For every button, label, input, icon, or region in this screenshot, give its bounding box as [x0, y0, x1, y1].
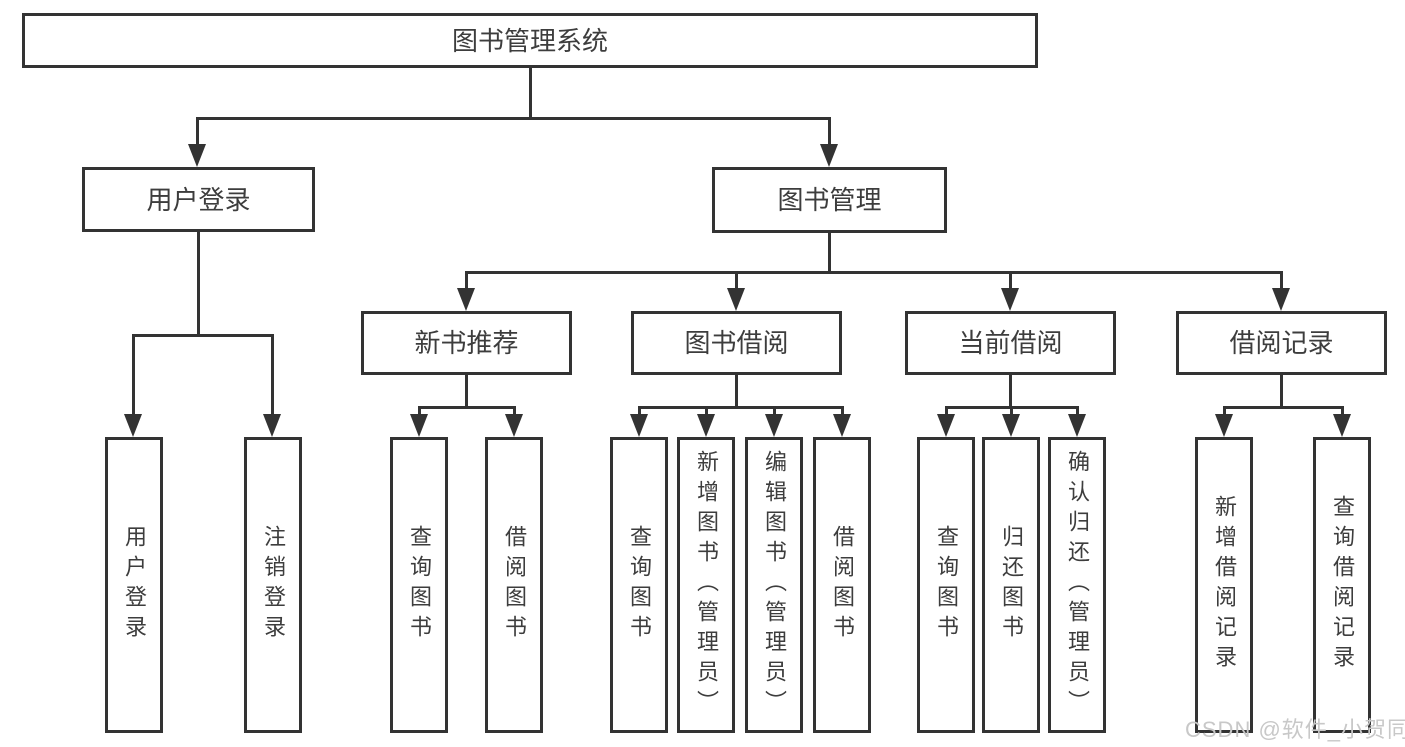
arrow-down-icon	[124, 414, 142, 437]
leaf-query-books-recommend: 查询图书	[390, 437, 448, 733]
arrow-down-icon	[505, 414, 523, 437]
leaf-label: 归还图书	[999, 525, 1024, 645]
arrow-down-icon	[1333, 414, 1351, 437]
leaf-logout: 注销登录	[244, 437, 302, 733]
arrow-stem-line	[1280, 272, 1283, 291]
node-label: 用户登录	[146, 184, 251, 215]
arrow-stem-line	[705, 407, 708, 417]
tree-line-vertical	[1280, 375, 1283, 409]
node-user-login: 用户登录	[82, 167, 315, 232]
leaf-return-book: 归还图书	[982, 437, 1040, 733]
leaf-borrow-books-recommend: 借阅图书	[485, 437, 543, 733]
node-borrow-records: 借阅记录	[1176, 311, 1387, 375]
arrow-stem-line	[773, 407, 776, 417]
leaf-add-borrow-record: 新增借阅记录	[1195, 437, 1253, 733]
leaf-user-login: 用户登录	[105, 437, 163, 733]
leaf-label: 编辑图书（管理员）	[762, 450, 787, 720]
node-new-book-recommend: 新书推荐	[361, 311, 572, 375]
arrow-down-icon	[1002, 414, 1020, 437]
leaf-edit-book-admin: 编辑图书（管理员）	[745, 437, 803, 733]
arrow-stem-line	[1076, 407, 1079, 417]
arrow-stem-line	[735, 272, 738, 291]
tree-line-horizontal	[465, 271, 1283, 274]
node-label: 图书管理系统	[451, 25, 608, 56]
leaf-label: 查询图书	[627, 525, 652, 645]
tree-line-horizontal	[132, 334, 274, 337]
arrow-stem-line	[513, 407, 516, 417]
arrow-down-icon	[188, 144, 206, 167]
arrow-down-icon	[457, 288, 475, 311]
leaf-label: 借阅图书	[830, 525, 855, 645]
arrow-stem-line	[418, 407, 421, 417]
tree-line-vertical	[465, 375, 468, 409]
node-label: 当前借阅	[958, 328, 1063, 358]
arrow-stem-line	[271, 335, 274, 417]
arrow-stem-line	[945, 407, 948, 417]
arrow-down-icon	[263, 414, 281, 437]
tree-line-horizontal	[196, 117, 831, 120]
arrow-stem-line	[465, 272, 468, 291]
tree-line-vertical	[529, 68, 532, 120]
arrow-down-icon	[1215, 414, 1233, 437]
leaf-label: 查询图书	[934, 525, 959, 645]
node-root-library-system: 图书管理系统	[22, 13, 1038, 68]
tree-line-horizontal	[1223, 406, 1344, 409]
arrow-down-icon	[697, 414, 715, 437]
leaf-label: 查询借阅记录	[1330, 495, 1355, 675]
node-label: 借阅记录	[1229, 328, 1334, 358]
leaf-confirm-return-admin: 确认归还（管理员）	[1048, 437, 1106, 733]
node-label: 图书管理	[777, 185, 882, 215]
arrow-down-icon	[937, 414, 955, 437]
arrow-stem-line	[196, 118, 199, 147]
arrow-down-icon	[630, 414, 648, 437]
arrow-stem-line	[132, 335, 135, 417]
leaf-label: 确认归还（管理员）	[1065, 450, 1090, 720]
tree-line-vertical	[197, 232, 200, 337]
leaf-label: 新增借阅记录	[1212, 495, 1237, 675]
leaf-query-books-borrow: 查询图书	[610, 437, 668, 733]
arrow-down-icon	[833, 414, 851, 437]
leaf-label: 用户登录	[122, 525, 147, 645]
arrow-stem-line	[841, 407, 844, 417]
arrow-down-icon	[820, 144, 838, 167]
node-book-management: 图书管理	[712, 167, 947, 233]
leaf-label: 借阅图书	[502, 525, 527, 645]
arrow-stem-line	[1009, 272, 1012, 291]
watermark: CSDN @软件_小贺同学	[1185, 717, 1405, 742]
leaf-query-books-current: 查询图书	[917, 437, 975, 733]
arrow-stem-line	[1341, 407, 1344, 417]
arrow-down-icon	[765, 414, 783, 437]
leaf-label: 新增图书（管理员）	[694, 450, 719, 720]
arrow-down-icon	[410, 414, 428, 437]
leaf-borrow-books-borrow: 借阅图书	[813, 437, 871, 733]
tree-line-vertical	[1009, 375, 1012, 409]
arrow-down-icon	[1001, 288, 1019, 311]
node-book-borrow: 图书借阅	[631, 311, 842, 375]
leaf-add-book-admin: 新增图书（管理员）	[677, 437, 735, 733]
node-label: 图书借阅	[684, 328, 789, 358]
leaf-label: 注销登录	[261, 525, 286, 645]
leaf-query-borrow-record: 查询借阅记录	[1313, 437, 1371, 733]
arrow-down-icon	[1272, 288, 1290, 311]
tree-line-vertical	[828, 233, 831, 274]
tree-line-horizontal	[418, 406, 516, 409]
tree-line-vertical	[735, 375, 738, 409]
arrow-down-icon	[1068, 414, 1086, 437]
leaf-label: 查询图书	[407, 525, 432, 645]
arrow-stem-line	[1010, 407, 1013, 417]
arrow-stem-line	[638, 407, 641, 417]
node-current-borrow: 当前借阅	[905, 311, 1116, 375]
node-label: 新书推荐	[414, 328, 519, 358]
arrow-stem-line	[1223, 407, 1226, 417]
arrow-down-icon	[727, 288, 745, 311]
tree-line-horizontal	[638, 406, 844, 409]
arrow-stem-line	[828, 118, 831, 147]
